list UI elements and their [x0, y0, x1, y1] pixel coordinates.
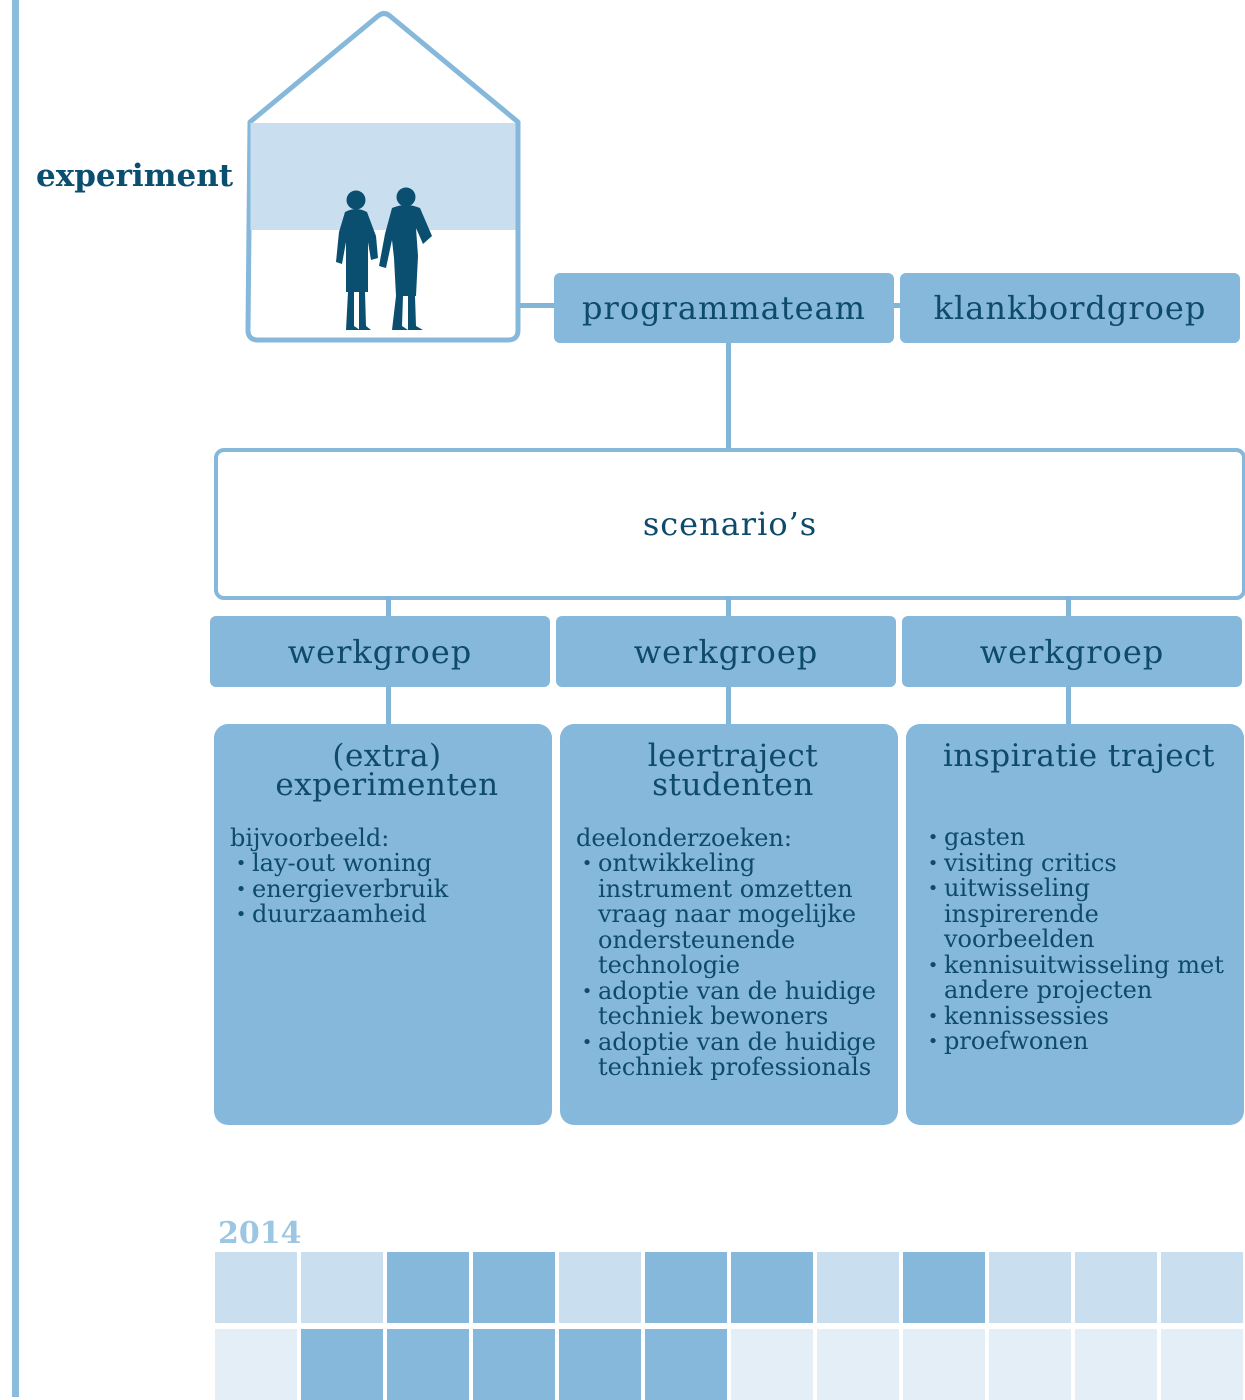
- panel-title-line: studenten: [652, 767, 814, 803]
- list-item: duurzaamheid: [230, 901, 544, 928]
- workgroup-box-2: werkgroep: [556, 616, 896, 687]
- list-item: visiting critics: [922, 850, 1236, 877]
- timeline-year: 2014: [218, 1216, 302, 1251]
- panel-title-line: leertraject: [647, 738, 819, 774]
- scenarios-label: scenario’s: [642, 505, 818, 543]
- scenarios-box: scenario’s: [214, 448, 1245, 600]
- program-sounding-connector: [890, 303, 904, 308]
- bullet-list: ontwikkeling instrument omzetten vraag n…: [576, 850, 890, 1081]
- list-item: proefwonen: [922, 1028, 1236, 1055]
- timeline-cell: [215, 1329, 297, 1400]
- timeline-cell: [559, 1329, 641, 1400]
- timeline-cell: [731, 1329, 813, 1400]
- timeline-cell: [301, 1329, 383, 1400]
- timeline-cell: [1161, 1252, 1243, 1323]
- connector: [726, 596, 731, 618]
- timeline-cell: [645, 1329, 727, 1400]
- program-scenario-connector: [726, 342, 731, 452]
- list-item: kennisuitwisseling met andere projecten: [922, 952, 1236, 1004]
- connector: [1066, 686, 1071, 726]
- workgroup-box-3: werkgroep: [902, 616, 1242, 687]
- list-item: ontwikkeling instrument omzetten vraag n…: [576, 850, 890, 979]
- timeline-cell: [473, 1252, 555, 1323]
- house-window-band: [250, 123, 516, 230]
- timeline-cell: [1075, 1252, 1157, 1323]
- sounding-board-box: klankbordgroep: [900, 273, 1240, 343]
- timeline-cell: [645, 1252, 727, 1323]
- timeline-cell: [903, 1329, 985, 1400]
- house-connector: [520, 303, 560, 308]
- timeline-cell: [731, 1252, 813, 1323]
- panel-title: inspiratie traject: [922, 738, 1236, 774]
- timeline-grid: [215, 1252, 1243, 1400]
- list-item: adoptie van de huidige techniek professi…: [576, 1029, 890, 1081]
- people-silhouette-icon: [336, 187, 432, 330]
- panel-title: leertraject studenten: [576, 738, 890, 803]
- house-illustration: [245, 11, 521, 343]
- timeline-cell: [989, 1329, 1071, 1400]
- workgroup-box-1: werkgroep: [210, 616, 550, 687]
- panel-students: leertraject studenten deelonderzoeken: o…: [560, 724, 898, 1125]
- list-item: kennissessies: [922, 1003, 1236, 1030]
- list-item: energieverbruik: [230, 876, 544, 903]
- timeline-cell: [387, 1329, 469, 1400]
- timeline-cell: [817, 1329, 899, 1400]
- panel-title-line: experimenten: [275, 767, 499, 803]
- left-rule: [12, 0, 19, 1397]
- connector: [386, 596, 391, 618]
- timeline-cell: [1161, 1329, 1243, 1400]
- panel-intro: deelonderzoeken:: [576, 824, 792, 852]
- timeline-cell: [903, 1252, 985, 1323]
- timeline-cell: [301, 1252, 383, 1323]
- panel-experiments: (extra) experimenten bijvoorbeeld: lay-o…: [214, 724, 552, 1125]
- timeline-cell: [989, 1252, 1071, 1323]
- timeline-cell: [817, 1252, 899, 1323]
- list-item: gasten: [922, 824, 1236, 851]
- page-title: experiment: [36, 158, 234, 194]
- list-item: lay-out woning: [230, 850, 544, 877]
- timeline-cell: [387, 1252, 469, 1323]
- list-item: adoptie van de huidige techniek bewoners: [576, 978, 890, 1030]
- bullet-list: gasten visiting critics uitwisseling ins…: [922, 824, 1236, 1055]
- timeline-cell: [559, 1252, 641, 1323]
- panel-intro: bijvoorbeeld:: [230, 824, 390, 852]
- timeline-cell: [1075, 1329, 1157, 1400]
- bullet-list: lay-out woning energieverbruik duurzaamh…: [230, 850, 544, 928]
- panel-title-line: inspiratie traject: [943, 738, 1215, 774]
- connector: [386, 686, 391, 726]
- connector: [1066, 596, 1071, 618]
- panel-inspiration: inspiratie traject gasten visiting criti…: [906, 724, 1244, 1125]
- connector: [726, 686, 731, 726]
- list-item: uitwisseling inspirerende voorbeelden: [922, 875, 1236, 953]
- panel-title-line: (extra): [332, 738, 442, 774]
- panel-title: (extra) experimenten: [230, 738, 544, 803]
- program-team-box: programmateam: [554, 273, 894, 343]
- timeline-cell: [215, 1252, 297, 1323]
- timeline-cell: [473, 1329, 555, 1400]
